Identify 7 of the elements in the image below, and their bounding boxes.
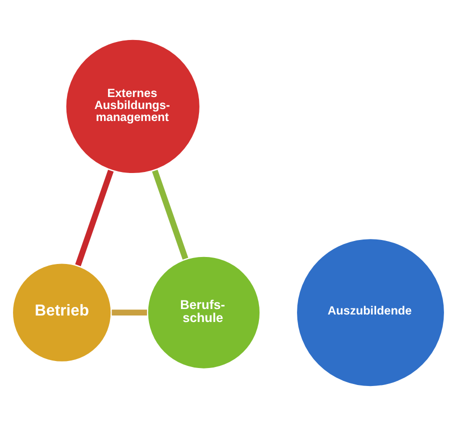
connector: [112, 310, 148, 316]
node-circle: Betrieb: [11, 262, 113, 364]
connector: [152, 170, 188, 260]
node-circle: Auszubildende: [295, 237, 446, 388]
connector: [75, 170, 114, 266]
node-circle: Berufs- schule: [146, 254, 262, 370]
node-circle: Externes Ausbildungs- management: [64, 38, 202, 176]
